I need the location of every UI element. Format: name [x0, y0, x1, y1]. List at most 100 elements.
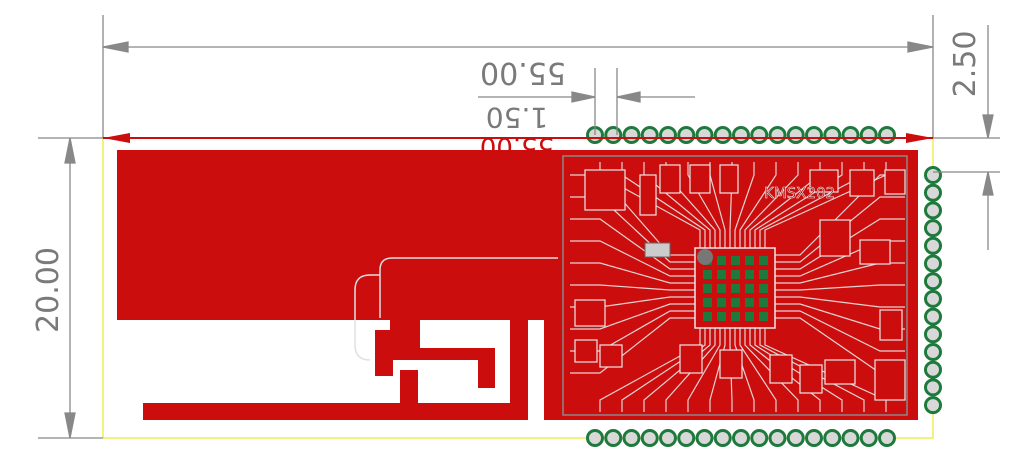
antenna-feed-trace-2	[354, 274, 380, 318]
thermal-via	[731, 298, 740, 307]
thermal-via	[717, 256, 726, 265]
thermal-via	[717, 270, 726, 279]
top-edge-arrow-right	[906, 133, 933, 143]
pad-bottom	[659, 429, 677, 447]
pad-top	[768, 126, 787, 144]
pads-top	[586, 126, 896, 144]
thermal-via	[745, 284, 754, 293]
pad-bottom	[640, 429, 659, 447]
thermal-via	[731, 312, 740, 321]
thermal-via	[703, 284, 712, 293]
dimension-lines	[38, 15, 1000, 439]
thermal-via	[703, 312, 712, 321]
top-margin-dimension-label: 2.50	[948, 31, 983, 98]
smd-component	[584, 169, 626, 211]
pad-bottom	[750, 429, 769, 447]
thermal-via	[731, 270, 740, 279]
smd-component	[574, 339, 598, 363]
pads-bottom	[586, 429, 896, 447]
pad-top	[750, 126, 769, 144]
pad-bottom	[878, 429, 896, 447]
pad-bottom	[859, 429, 878, 447]
smd-component	[859, 239, 891, 265]
pad-top	[622, 126, 641, 144]
pad-bottom	[695, 429, 714, 447]
pad-right	[924, 378, 942, 397]
pad-bottom	[805, 429, 823, 447]
pad-bottom	[586, 429, 604, 447]
smd-component	[799, 364, 823, 394]
thermal-via	[745, 312, 754, 321]
pad-right	[924, 201, 942, 220]
thermal-via	[745, 270, 754, 279]
pad-right	[924, 236, 942, 255]
pad-right	[924, 360, 942, 379]
pad-bottom	[713, 429, 732, 447]
smd-component	[689, 164, 711, 194]
thermal-via	[717, 284, 726, 293]
thermal-via	[731, 256, 740, 265]
module-hidden-label: 55.00	[480, 131, 554, 161]
smd-component	[819, 219, 851, 257]
pad-top	[732, 126, 750, 144]
pad-bottom	[841, 429, 860, 447]
pad-right	[924, 325, 942, 344]
smd-component	[574, 299, 606, 327]
smd-component	[849, 169, 875, 197]
pad-right	[924, 289, 942, 308]
thermal-via	[759, 298, 768, 307]
pad-bottom	[823, 429, 842, 447]
pad-right	[924, 307, 942, 326]
thermal-via	[759, 270, 768, 279]
smd-component	[599, 344, 623, 368]
pad-top	[841, 126, 860, 144]
smd-component	[719, 164, 739, 194]
pad-top	[604, 126, 623, 144]
thermal-via	[759, 256, 768, 265]
thermal-via	[745, 256, 754, 265]
smd-component	[719, 349, 743, 379]
pad-right	[924, 343, 942, 361]
crystal-oscillator	[644, 242, 671, 258]
width-dimension-label: 55.00	[480, 55, 566, 90]
module-marking: KMSX202	[764, 184, 835, 202]
pad-top	[677, 126, 696, 144]
pad-top	[878, 126, 896, 144]
pad-bottom	[622, 429, 641, 447]
pad-top	[713, 126, 732, 144]
thermal-via	[717, 312, 726, 321]
qfn-chip	[644, 242, 776, 329]
thermal-via	[717, 298, 726, 307]
thermal-via	[759, 312, 768, 321]
smd-component	[639, 174, 657, 216]
pad-bottom	[786, 429, 805, 447]
thermal-via	[703, 270, 712, 279]
thermal-via	[731, 284, 740, 293]
smd-component	[809, 169, 839, 193]
pad-right	[924, 396, 942, 415]
pad-right	[924, 272, 942, 291]
antenna-feed-trace-3	[354, 318, 371, 361]
pad-top	[695, 126, 714, 144]
pad-right	[924, 219, 942, 238]
pad-top	[805, 126, 823, 144]
pad-top	[640, 126, 659, 144]
pad-offset-dimension-label: 1.50	[486, 101, 548, 134]
module-traces	[570, 162, 906, 412]
antenna-copper	[117, 150, 558, 420]
smd-component	[824, 359, 856, 385]
pad-bottom	[604, 429, 623, 447]
smd-component	[769, 354, 793, 384]
pad-right	[924, 183, 942, 202]
smd-component	[884, 169, 906, 195]
pad-right	[924, 254, 942, 273]
smd-component	[879, 309, 903, 341]
thermal-via	[703, 298, 712, 307]
pad-top	[659, 126, 677, 144]
pad-top	[859, 126, 878, 144]
smd-component	[659, 164, 681, 194]
pad-top	[786, 126, 805, 144]
pad-bottom	[732, 429, 750, 447]
pads-right	[924, 166, 942, 415]
